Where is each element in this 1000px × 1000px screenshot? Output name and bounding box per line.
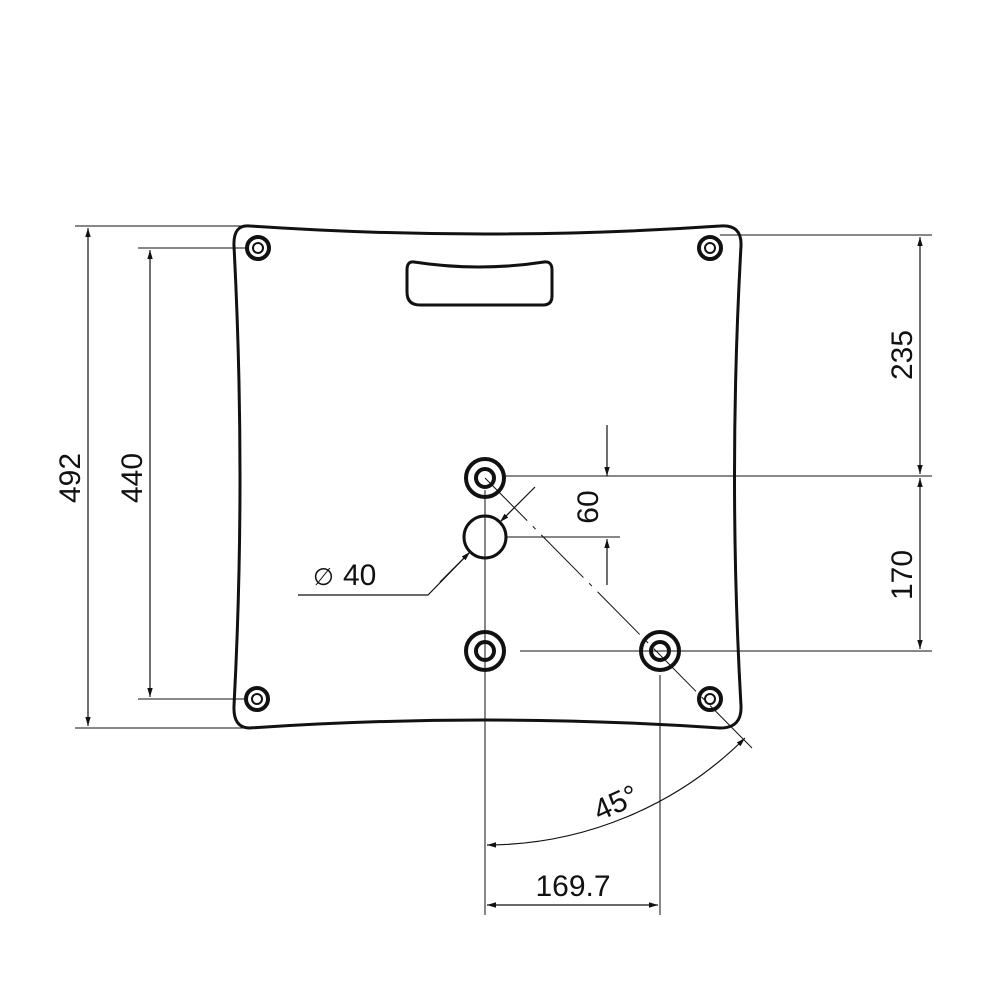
corner-bolt-top-left (245, 235, 271, 261)
plate-outline (232, 224, 743, 730)
dim-arrow-40-out (439, 551, 471, 583)
extension-lines (75, 225, 932, 915)
corner-bolt-bottom-right (697, 686, 723, 712)
dim-60-label: 60 (572, 490, 605, 523)
dim-235-label: 235 (886, 330, 919, 380)
dim-diameter-symbol: ∅ (313, 564, 334, 591)
dim-170-label: 170 (886, 550, 919, 600)
dim-169-7-label: 169.7 (535, 870, 610, 903)
corner-bolts (244, 235, 723, 712)
dim-45-label: 45° (589, 779, 644, 828)
dim-492-label: 492 (54, 453, 87, 503)
dim-arc-45 (486, 737, 746, 848)
dim-arrow-40-in (499, 486, 536, 523)
dim-40-label: 40 (343, 559, 376, 592)
dim-440-label: 440 (116, 453, 149, 503)
corner-bolt-bottom-left (244, 686, 270, 712)
corner-bolt-top-right (697, 235, 723, 261)
handle-slot (405, 260, 554, 307)
